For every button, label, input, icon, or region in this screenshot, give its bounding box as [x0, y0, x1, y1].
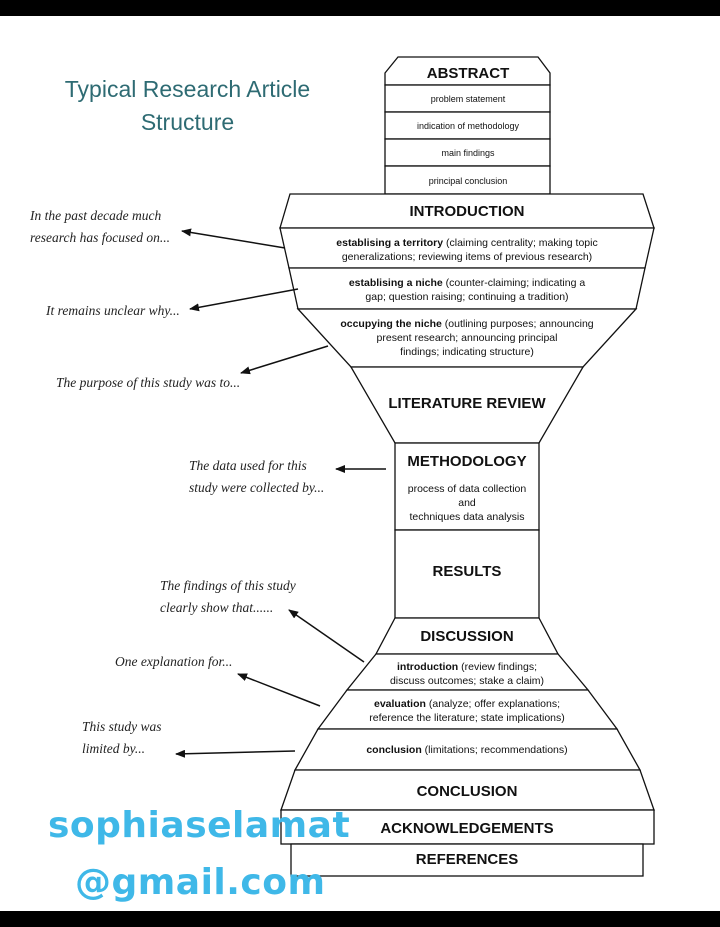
- abstract-item: principal conclusion: [429, 176, 508, 186]
- abstract-item: indication of methodology: [417, 121, 520, 131]
- intro-move-occupying-line: findings; indicating structure): [400, 346, 534, 358]
- results-shape: [394, 529, 540, 619]
- abstract-item-box: [384, 84, 551, 113]
- annotation-text: The findings of this study: [160, 578, 296, 593]
- discussion-heading: DISCUSSION: [420, 628, 513, 645]
- annotation-arrow: [181, 228, 286, 249]
- title-line-2: Structure: [140, 109, 235, 135]
- discussion-move-introduction: introduction (review findings;: [397, 661, 537, 673]
- discussion-move-evaluation: evaluation (analyze; offer explanations;: [374, 698, 560, 710]
- abstract-item: problem statement: [431, 94, 506, 104]
- annotation-arrow: [189, 288, 299, 312]
- page-title: Typical Research Article Structure: [30, 73, 345, 139]
- methodology-line: and: [458, 497, 476, 509]
- intro-move-niche-line: gap; question raising; continuing a trad…: [365, 291, 568, 303]
- top-black-bar: [0, 0, 720, 16]
- abstract-item-box: [384, 111, 551, 140]
- intro-move-territory-line: generalizations; reviewing items of prev…: [342, 251, 592, 263]
- title-line-1: Typical Research Article: [64, 76, 311, 102]
- annotation-text: It remains unclear why...: [45, 303, 180, 318]
- annotation-arrow: [240, 345, 329, 375]
- results-heading: RESULTS: [433, 563, 502, 580]
- annotation-arrow: [288, 609, 365, 663]
- discussion-move-introduction-line: discuss outcomes; stake a claim): [390, 675, 544, 687]
- abstract-item: main findings: [441, 148, 495, 158]
- methodology-line: process of data collection: [408, 483, 527, 495]
- literature-review-heading: LITERATURE REVIEW: [388, 395, 546, 412]
- conclusion-heading: CONCLUSION: [417, 783, 518, 800]
- acknowledgements-heading: ACKNOWLEDGEMENTS: [380, 820, 553, 837]
- discussion-move-evaluation-line: reference the literature; state implicat…: [369, 712, 565, 724]
- annotation-text: clearly show that......: [160, 600, 273, 615]
- abstract-item-box: [384, 165, 551, 195]
- annotation-arrow: [175, 749, 296, 758]
- annotation-arrow: [237, 673, 321, 707]
- intro-move-occupying: occupying the niche (outlining purposes;…: [340, 318, 593, 330]
- watermark-line-1: sophiaselamat: [48, 805, 351, 846]
- methodology-heading: METHODOLOGY: [407, 453, 526, 470]
- annotation-text: The data used for this: [189, 458, 307, 473]
- methodology-line: techniques data analysis: [410, 511, 525, 523]
- intro-move-niche: establising a niche (counter-claiming; i…: [349, 277, 586, 289]
- annotation-text: limited by...: [82, 741, 145, 756]
- annotation-text: One explanation for...: [115, 654, 232, 669]
- annotation-text: This study was: [82, 719, 162, 734]
- annotation-text: The purpose of this study was to...: [56, 375, 240, 390]
- references-heading: REFERENCES: [416, 851, 519, 868]
- annotation-text: study were collected by...: [189, 480, 324, 495]
- discussion-move-conclusion: conclusion (limitations; recommendations…: [366, 744, 567, 756]
- introduction-heading: INTRODUCTION: [410, 203, 525, 220]
- abstract-heading: ABSTRACT: [427, 65, 510, 82]
- acknowledgements-shape: [280, 809, 655, 845]
- intro-move-occupying-line: present research; announcing principal: [377, 332, 558, 344]
- bottom-black-bar: [0, 911, 720, 927]
- annotation-text: research has focused on...: [30, 230, 170, 245]
- watermark-line-2: @gmail.com: [75, 862, 326, 903]
- annotation-text: In the past decade much: [29, 208, 161, 223]
- references-shape: [290, 843, 644, 877]
- intro-move-territory: establising a territory (claiming centra…: [336, 237, 597, 249]
